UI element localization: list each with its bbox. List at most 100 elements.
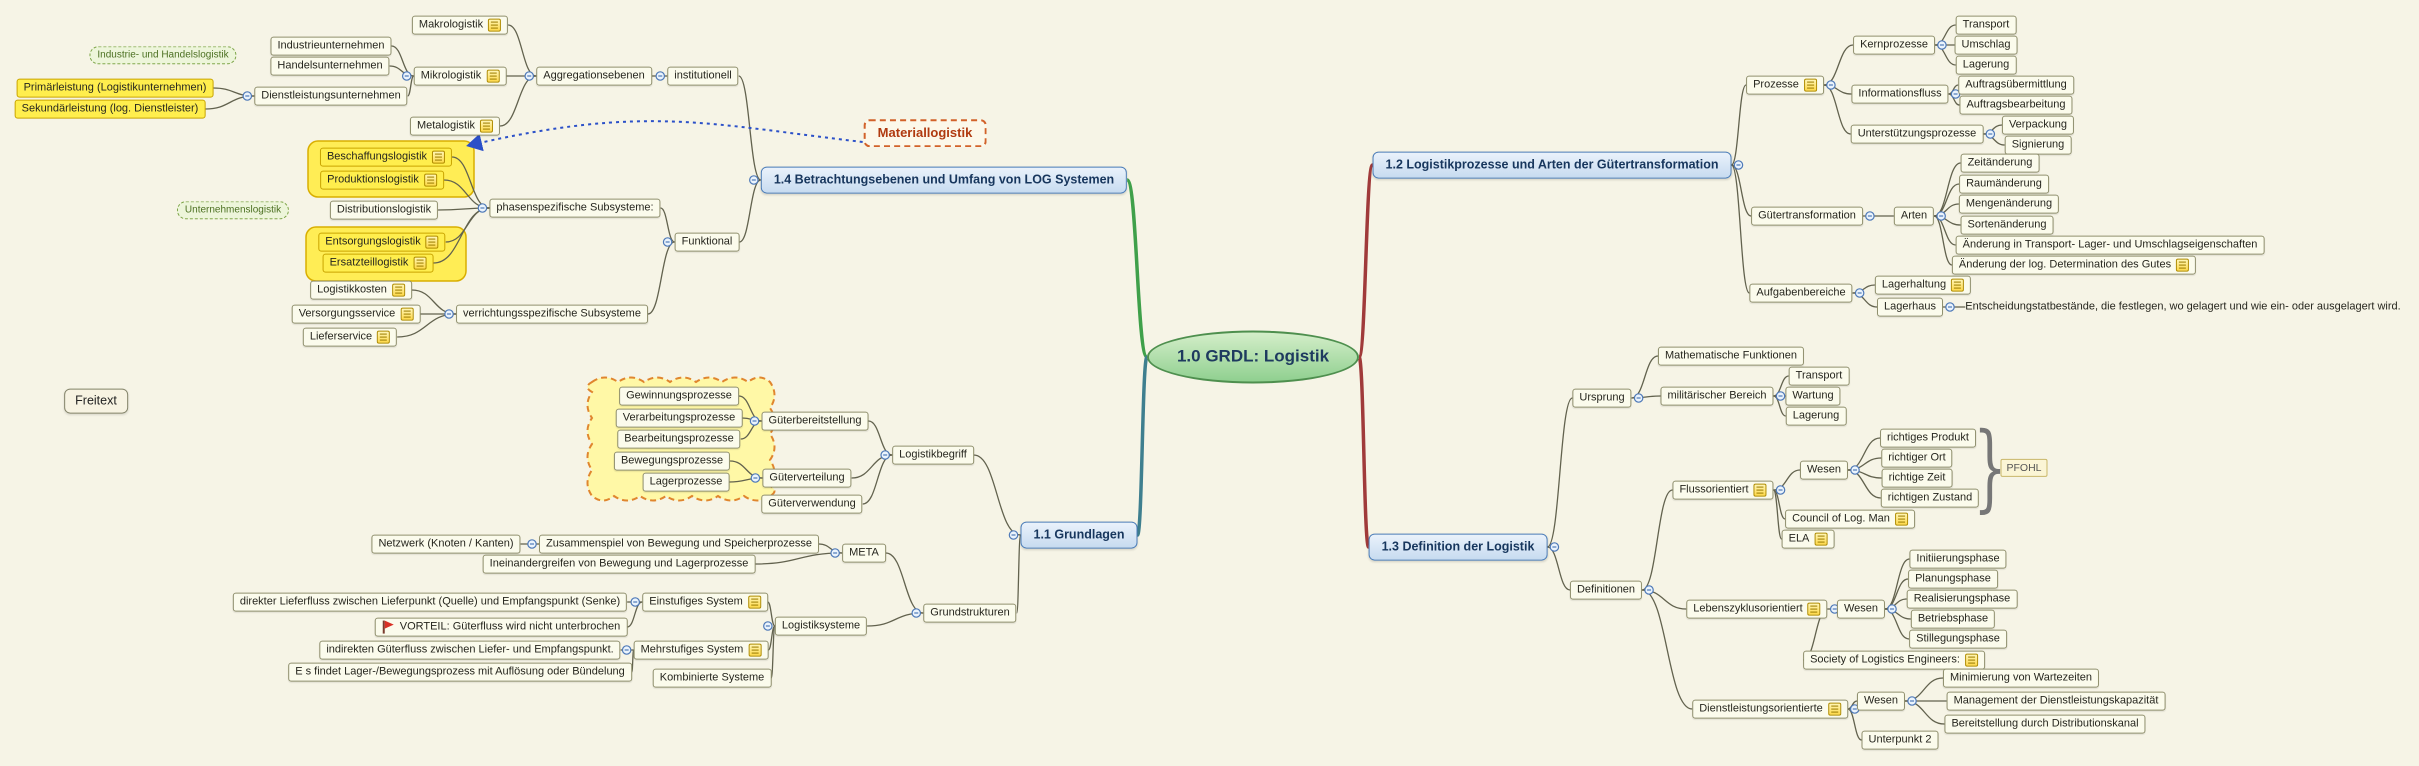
topic-bere[interactable]: Bereitstellung durch Distributionskanal bbox=[1944, 714, 2146, 734]
topic-besch[interactable]: Beschaffungslogistik bbox=[319, 147, 453, 167]
note-icon[interactable] bbox=[400, 307, 414, 321]
topic-n11[interactable]: 1.1 Grundlagen bbox=[1020, 521, 1138, 549]
collapse-dot[interactable] bbox=[749, 416, 760, 426]
collapse-dot[interactable] bbox=[477, 203, 488, 213]
note-icon[interactable] bbox=[488, 18, 502, 32]
topic-verar[interactable]: Verarbeitungsprozesse bbox=[615, 408, 743, 428]
topic-lag2[interactable]: Lagerung bbox=[1785, 406, 1847, 426]
note-icon[interactable] bbox=[486, 69, 500, 83]
topic-prim[interactable]: Primärleistung (Logistikunternehmen) bbox=[16, 78, 214, 98]
note-icon[interactable] bbox=[1807, 602, 1821, 616]
topic-n14[interactable]: 1.4 Betrachtungsebenen und Umfang von LO… bbox=[760, 166, 1128, 194]
topic-einst[interactable]: Einstufiges System bbox=[642, 592, 768, 612]
topic-n12[interactable]: 1.2 Logistikprozesse und Arten der Güter… bbox=[1372, 151, 1732, 179]
topic-mgmt[interactable]: Management der Dienstleistungskapazität bbox=[1946, 691, 2166, 711]
topic-gbst[interactable]: Güterbereitstellung bbox=[761, 411, 869, 431]
topic-aggr[interactable]: Aggregationsebenen bbox=[536, 66, 652, 86]
topic-indir[interactable]: indirekten Güterfluss zwischen Liefer- u… bbox=[319, 640, 621, 660]
topic-ersatz[interactable]: Ersatzteillogistik bbox=[322, 253, 434, 273]
topic-wes3[interactable]: Wesen bbox=[1856, 691, 1906, 711]
topic-verp[interactable]: Verpackung bbox=[2001, 115, 2075, 135]
topic-wart[interactable]: Wartung bbox=[1785, 386, 1841, 406]
collapse-dot[interactable] bbox=[880, 450, 890, 460]
topic-frei[interactable]: Freitext bbox=[64, 388, 128, 414]
topic-inein[interactable]: Ineinandergreifen von Bewegung und Lager… bbox=[482, 554, 756, 574]
note-icon[interactable] bbox=[1827, 702, 1841, 716]
collapse-dot[interactable] bbox=[1985, 129, 1996, 139]
note-icon[interactable] bbox=[1753, 483, 1767, 497]
topic-entso[interactable]: Entsorgungslogistik bbox=[318, 232, 446, 252]
topic-info[interactable]: Informationsfluss bbox=[1851, 84, 1949, 104]
topic-laghs[interactable]: Lagerhaus bbox=[1877, 297, 1943, 317]
topic-arten[interactable]: Arten bbox=[1893, 206, 1935, 226]
topic-soc[interactable]: Society of Logistics Engineers: bbox=[1803, 650, 1985, 670]
topic-aufg[interactable]: Aufgabenbereiche bbox=[1749, 283, 1853, 303]
note-icon[interactable] bbox=[480, 119, 494, 133]
collapse-dot[interactable] bbox=[1644, 585, 1654, 595]
topic-tra2[interactable]: Transport bbox=[1788, 366, 1850, 386]
collapse-dot[interactable] bbox=[1633, 393, 1644, 403]
collapse-dot[interactable] bbox=[444, 309, 454, 319]
collapse-dot[interactable] bbox=[662, 237, 673, 247]
note-icon[interactable] bbox=[748, 643, 762, 657]
topic-lebz[interactable]: Lebenszyklusorientiert bbox=[1686, 599, 1828, 619]
topic-guet[interactable]: Gütertransformation bbox=[1751, 206, 1863, 226]
topic-coun[interactable]: Council of Log. Man bbox=[1785, 509, 1915, 529]
note-icon[interactable] bbox=[413, 256, 427, 270]
topic-gstr[interactable]: Grundstrukturen bbox=[923, 603, 1017, 623]
note-icon[interactable] bbox=[391, 283, 405, 297]
topic-sph[interactable]: Stillegungsphase bbox=[1909, 629, 2007, 649]
collapse-dot[interactable] bbox=[621, 645, 632, 655]
topic-funk[interactable]: Funktional bbox=[674, 232, 740, 252]
topic-aube[interactable]: Auftragsbearbeitung bbox=[1959, 95, 2073, 115]
topic-rzu[interactable]: richtigen Zustand bbox=[1880, 488, 1980, 508]
topic-lagh[interactable]: Lagerhaltung bbox=[1874, 275, 1972, 295]
collapse-dot[interactable] bbox=[1887, 604, 1897, 614]
topic-rp[interactable]: richtiges Produkt bbox=[1880, 428, 1976, 448]
collapse-dot[interactable] bbox=[1936, 211, 1946, 221]
topic-up2[interactable]: Unterpunkt 2 bbox=[1861, 730, 1939, 750]
topic-lagp[interactable]: Lagerprozesse bbox=[642, 472, 730, 492]
topic-handel[interactable]: Handelsunternehmen bbox=[270, 56, 390, 76]
topic-aend2[interactable]: Änderung der log. Determination des Gute… bbox=[1951, 255, 2197, 275]
collapse-dot[interactable] bbox=[1733, 160, 1744, 170]
topic-gew[interactable]: Gewinnungsprozesse bbox=[619, 386, 739, 406]
topic-komb[interactable]: Kombinierte Systeme bbox=[652, 668, 772, 688]
topic-aueb[interactable]: Auftragsübermittlung bbox=[1958, 75, 2074, 95]
collapse-dot[interactable] bbox=[750, 473, 761, 483]
topic-minw[interactable]: Minimierung von Wartezeiten bbox=[1942, 668, 2100, 688]
topic-zeit[interactable]: Zeitänderung bbox=[1960, 153, 2040, 173]
note-icon[interactable] bbox=[1964, 653, 1978, 667]
topic-n13[interactable]: 1.3 Definition der Logistik bbox=[1368, 533, 1548, 561]
topic-rph[interactable]: Realisierungsphase bbox=[1906, 589, 2018, 609]
topic-mathf[interactable]: Mathematische Funktionen bbox=[1657, 346, 1805, 366]
topic-matl[interactable]: Materiallogistik bbox=[863, 119, 987, 147]
topic-phas[interactable]: phasenspezifische Subsysteme: bbox=[489, 198, 661, 218]
collapse-dot[interactable] bbox=[527, 539, 537, 549]
collapse-dot[interactable] bbox=[1775, 391, 1786, 401]
topic-inst[interactable]: institutionell bbox=[667, 66, 739, 86]
collapse-dot[interactable] bbox=[1849, 704, 1860, 714]
topic-indus[interactable]: Industrieunternehmen bbox=[270, 36, 392, 56]
note-icon[interactable] bbox=[423, 173, 437, 187]
topic-lbgr[interactable]: Logistikbegriff bbox=[892, 445, 974, 465]
collapse-dot[interactable] bbox=[655, 71, 666, 81]
topic-unters[interactable]: Unterstützungsprozesse bbox=[1850, 124, 1984, 144]
topic-vserv[interactable]: Versorgungsservice bbox=[291, 304, 421, 324]
collapse-dot[interactable] bbox=[1945, 302, 1955, 312]
topic-ro[interactable]: richtiger Ort bbox=[1881, 448, 1953, 468]
topic-urspr[interactable]: Ursprung bbox=[1572, 388, 1632, 408]
topic-iph[interactable]: Initiierungsphase bbox=[1909, 549, 2007, 569]
topic-rz[interactable]: richtige Zeit bbox=[1881, 468, 1953, 488]
topic-esf[interactable]: E s findet Lager-/Bewegungsprozess mit A… bbox=[288, 662, 632, 682]
note-icon[interactable] bbox=[747, 595, 761, 609]
collapse-dot[interactable] bbox=[524, 71, 535, 81]
note-icon[interactable] bbox=[1951, 278, 1965, 292]
collapse-dot[interactable] bbox=[1008, 530, 1019, 540]
collapse-dot[interactable] bbox=[1937, 40, 1947, 50]
note-icon[interactable] bbox=[1814, 532, 1828, 546]
topic-lsys[interactable]: Logistiksysteme bbox=[774, 616, 868, 636]
note-icon[interactable] bbox=[425, 235, 439, 249]
topic-central[interactable]: 1.0 GRDL: Logistik bbox=[1146, 330, 1360, 384]
topic-metaT[interactable]: META bbox=[842, 543, 886, 563]
